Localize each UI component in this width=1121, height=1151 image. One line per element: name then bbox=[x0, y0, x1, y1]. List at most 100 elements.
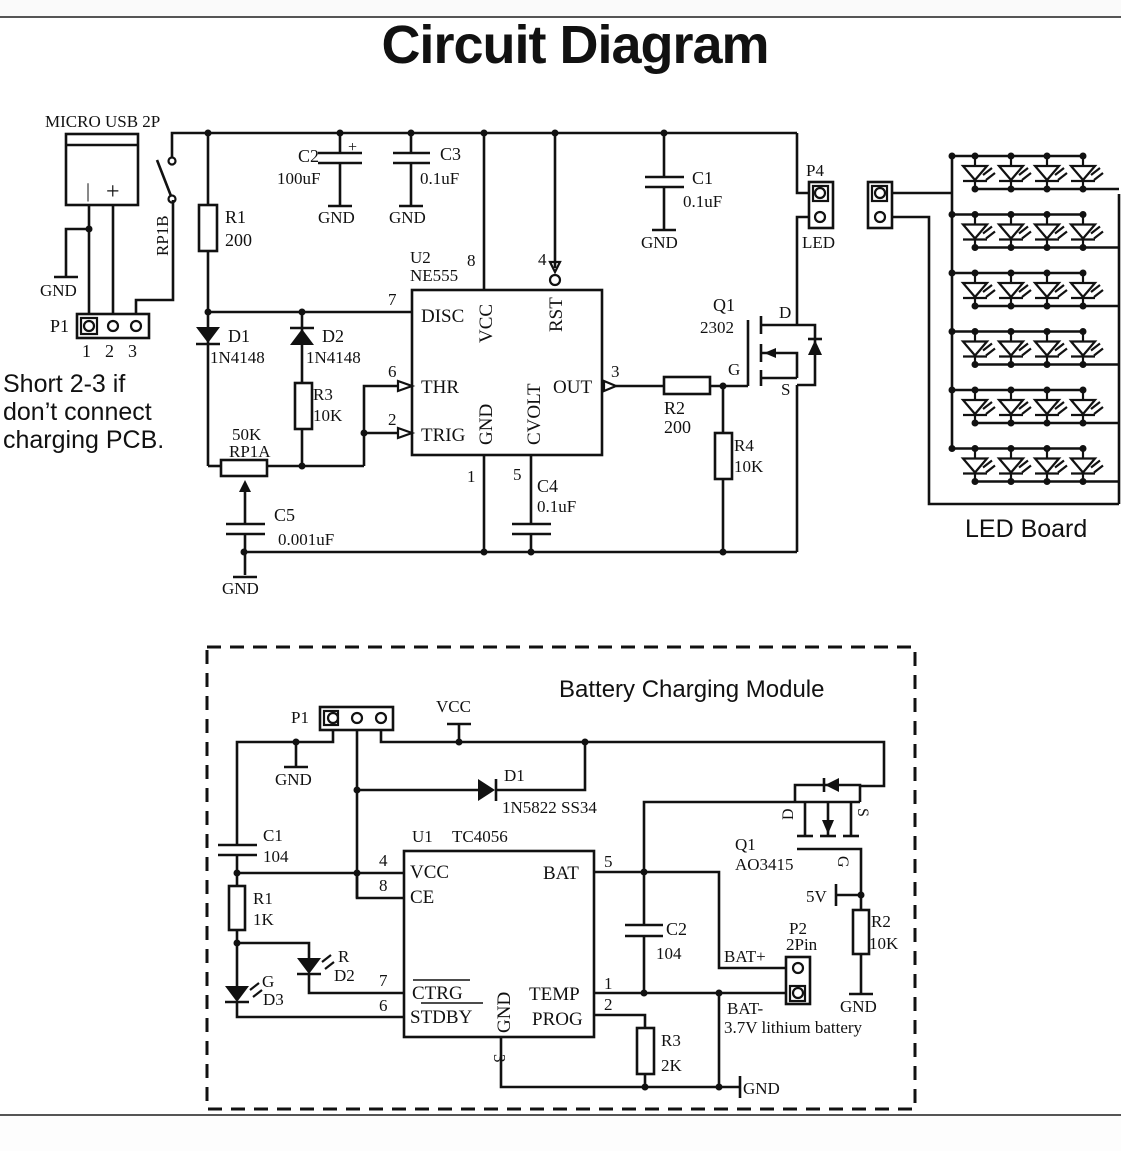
c1-value: 0.1uF bbox=[683, 192, 722, 211]
module-capacitor-c1: C1 104 bbox=[218, 826, 289, 886]
led-row bbox=[948, 386, 1119, 427]
p4-name: P4 bbox=[806, 161, 824, 180]
led bbox=[1032, 328, 1068, 368]
module-resistor-r2: R2 10K GND bbox=[840, 908, 899, 1016]
led bbox=[996, 328, 1032, 368]
capacitor-c4: C4 0.1uF bbox=[512, 476, 576, 552]
module-d2-color: R bbox=[338, 947, 350, 966]
r3-name: R3 bbox=[313, 385, 333, 404]
p1-pin-2: 2 bbox=[105, 341, 114, 361]
q1-drain-label: D bbox=[779, 303, 791, 322]
capacitor-c1: C1 0.1uF GND bbox=[641, 133, 722, 252]
u1-pin-num-gnd: 3 bbox=[490, 1054, 509, 1063]
c2-polarity: + bbox=[348, 139, 357, 156]
usb-minus: | bbox=[86, 180, 90, 202]
c5-value: 0.001uF bbox=[278, 530, 334, 549]
u2-pin-num-thr: 6 bbox=[388, 362, 397, 381]
capacitor-c2: + C2 100uF GND bbox=[277, 133, 362, 227]
q1-part: 2302 bbox=[700, 318, 734, 337]
u1-pin-prog: PROG bbox=[532, 1009, 583, 1030]
module-title: Battery Charging Module bbox=[559, 676, 824, 703]
c3-name: C3 bbox=[440, 144, 461, 164]
module-capacitor-c2: C2 104 bbox=[625, 872, 687, 993]
diode-d1: D1 1N4148 bbox=[196, 312, 265, 466]
u1-pin-gnd: GND bbox=[494, 992, 515, 1033]
u2-pin-gnd: GND bbox=[476, 404, 497, 445]
module-r2-value: 10K bbox=[869, 934, 899, 953]
led bbox=[960, 269, 996, 310]
module-p2-name: P2 bbox=[789, 919, 807, 938]
note-line-2: don’t connect bbox=[3, 398, 152, 426]
module-d1-value: 1N5822 SS34 bbox=[502, 798, 597, 817]
resistor-r4: R4 10K bbox=[713, 386, 764, 552]
top-edge-bar bbox=[0, 0, 1121, 18]
u1-pin-temp: TEMP bbox=[529, 984, 580, 1005]
u1-pin-num-ctrg: 7 bbox=[379, 971, 388, 990]
module-diode-d1: D1 1N5822 SS34 bbox=[353, 730, 597, 898]
module-bat-plus: BAT+ bbox=[724, 947, 766, 966]
u1-pin-stdby: STDBY bbox=[410, 1007, 473, 1028]
led bbox=[1068, 211, 1104, 251]
u2-pin-vcc: VCC bbox=[476, 304, 497, 343]
u2-pin-num-trig: 2 bbox=[388, 410, 397, 429]
module-5v-label: 5V bbox=[806, 887, 828, 906]
module-c2-value: 104 bbox=[656, 944, 682, 963]
led-grid bbox=[948, 152, 1121, 504]
module-r1-value: 1K bbox=[253, 910, 275, 929]
mosfet-q1: Q1 2302 G D S bbox=[700, 295, 822, 552]
connector-p4: P4 LED bbox=[795, 133, 835, 325]
led-row bbox=[948, 211, 1119, 251]
c3-gnd: GND bbox=[389, 208, 426, 227]
module-d1-name: D1 bbox=[504, 766, 525, 785]
led bbox=[960, 328, 996, 368]
led bbox=[960, 152, 996, 193]
led bbox=[1068, 328, 1104, 368]
d1-name: D1 bbox=[228, 326, 250, 346]
led-board: LED Board bbox=[866, 152, 1121, 543]
p1-pin-3: 3 bbox=[128, 341, 137, 361]
module-c2-name: C2 bbox=[666, 919, 687, 939]
u1-pin-num-ce: 8 bbox=[379, 876, 388, 895]
switch-rp1b: RP1B bbox=[153, 131, 797, 256]
led bbox=[1068, 269, 1104, 310]
led-row bbox=[948, 328, 1119, 368]
diode-d2: D2 1N4148 bbox=[290, 312, 361, 383]
led bbox=[1032, 269, 1068, 310]
led bbox=[960, 211, 996, 251]
led bbox=[1068, 445, 1104, 485]
led-row bbox=[948, 152, 1119, 193]
c3-value: 0.1uF bbox=[420, 169, 459, 188]
u1-pin-num-temp: 1 bbox=[604, 974, 613, 993]
module-p1-header: P1 bbox=[291, 705, 395, 732]
capacitor-c5: C5 0.001uF GND bbox=[222, 505, 334, 598]
r1-value: 200 bbox=[225, 230, 252, 250]
main-circuit: MICRO USB 2P | + GND P1 1 2 3 bbox=[3, 112, 1121, 598]
p1-label: P1 bbox=[50, 316, 69, 336]
p1-header: P1 1 2 3 bbox=[50, 200, 175, 361]
usb-plus: + bbox=[106, 179, 120, 205]
r4-name: R4 bbox=[734, 436, 754, 455]
u2-pin-cvolt: CVOLT bbox=[524, 383, 545, 445]
u2-name: U2 bbox=[410, 248, 431, 267]
rp1a-name: RP1A bbox=[229, 442, 271, 461]
module-q1-gate: G bbox=[834, 856, 851, 868]
module-r2-name: R2 bbox=[871, 912, 891, 931]
c1-name: C1 bbox=[692, 168, 713, 188]
u2-pin-rst: RST bbox=[546, 297, 567, 332]
u1-pin-vcc: VCC bbox=[410, 862, 449, 883]
module-c1-name: C1 bbox=[263, 826, 283, 845]
u2-pin-num-gnd: 1 bbox=[467, 467, 476, 486]
c2-gnd: GND bbox=[318, 208, 355, 227]
led bbox=[1032, 386, 1068, 427]
u2-pin-out: OUT bbox=[553, 377, 592, 398]
note-line-3: charging PCB. bbox=[3, 426, 164, 454]
led bbox=[1032, 445, 1068, 485]
module-q1-drain: D bbox=[780, 808, 797, 820]
u1-pin-num-stdby: 6 bbox=[379, 996, 388, 1015]
module-p1-label: P1 bbox=[291, 708, 309, 727]
u1-name: U1 bbox=[412, 827, 433, 846]
u2-pin-thr: THR bbox=[421, 377, 459, 398]
module-q1-source: S bbox=[854, 808, 871, 817]
q1-source-label: S bbox=[781, 380, 790, 399]
module-battery-label: 3.7V lithium battery bbox=[724, 1018, 863, 1037]
